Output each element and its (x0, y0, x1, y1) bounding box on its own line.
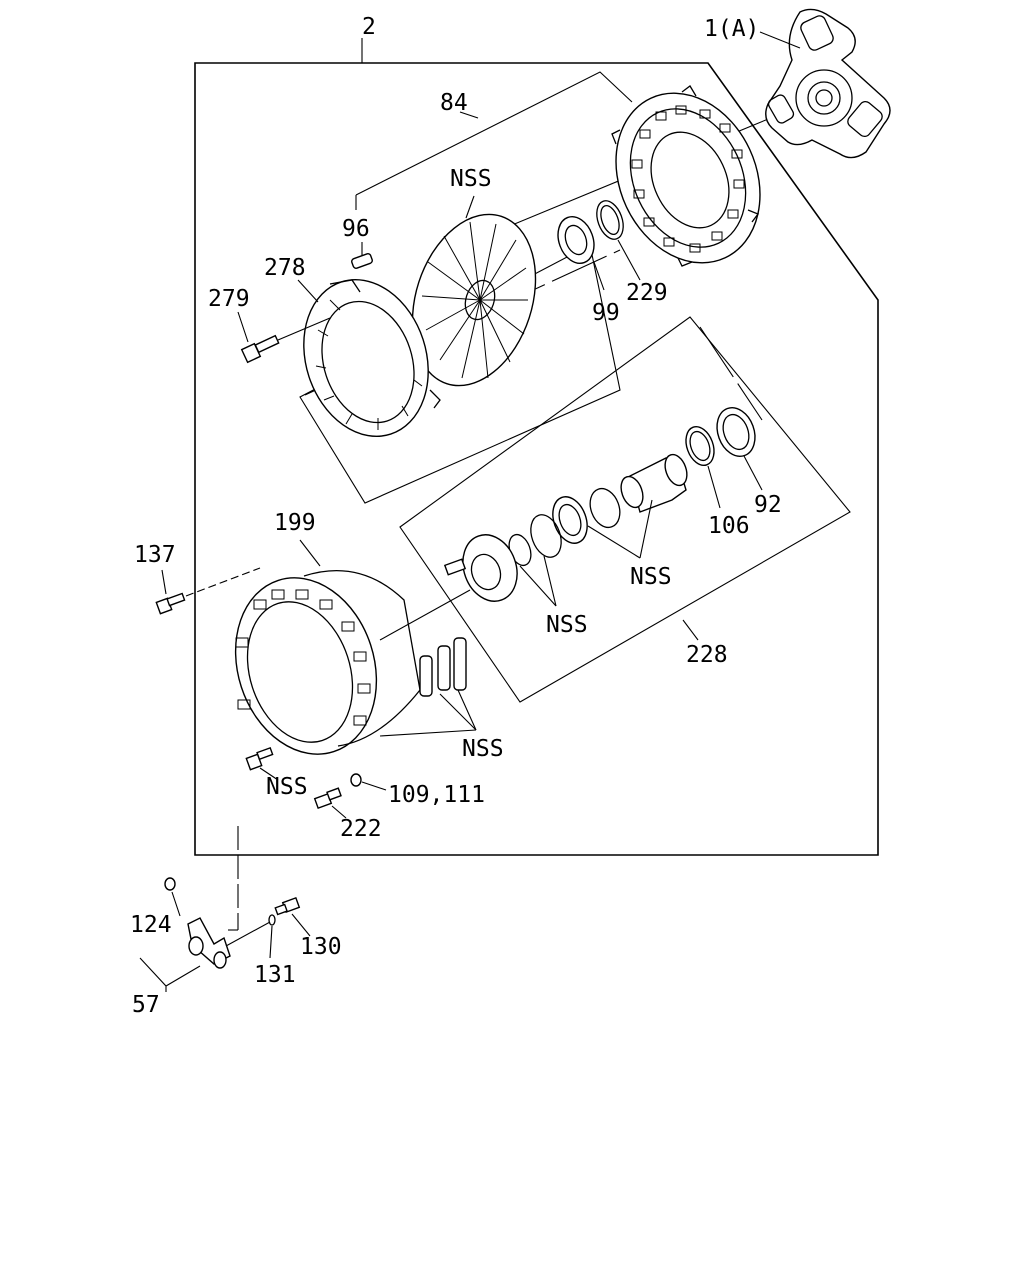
leader-228 (682, 619, 699, 641)
callout-106: 106 (708, 513, 750, 539)
bearing (552, 496, 588, 544)
leader-nss-links-c (379, 729, 477, 737)
callout-99: 99 (592, 300, 620, 326)
link-plates (419, 637, 467, 697)
center-axis-right (699, 326, 763, 421)
spacer-ring (530, 514, 562, 558)
callout-96: 96 (342, 216, 370, 242)
callout-nss-plate: NSS (450, 166, 492, 192)
bushing-124 (164, 877, 176, 891)
callout-137: 137 (134, 542, 176, 568)
clutch-cover-278 (303, 278, 441, 438)
callout-279: 279 (208, 286, 250, 312)
pressure-plate (611, 85, 761, 267)
leader-99 (593, 261, 605, 291)
snap-ring-229 (596, 200, 624, 240)
bolt-279-axis (277, 317, 331, 341)
callout-57: 57 (132, 992, 160, 1018)
release-bearing (443, 534, 518, 602)
clutch-disc-1a (765, 8, 891, 159)
clutch-housing-199 (234, 569, 421, 755)
leader-199 (299, 539, 321, 567)
assembly-frame (194, 62, 879, 856)
plug-109-111 (350, 773, 362, 787)
callout-nss-bearing: NSS (546, 612, 588, 638)
leader-92 (743, 455, 763, 491)
bracket-57 (139, 957, 201, 992)
center-axis-lower (379, 589, 471, 641)
leader-1a (759, 31, 801, 49)
leader-nss-links-b (457, 689, 477, 731)
washer-92 (716, 407, 756, 457)
bolt-nss (245, 746, 274, 771)
callout-92: 92 (754, 492, 782, 518)
leader-229 (617, 239, 641, 281)
leader-137 (161, 569, 167, 595)
callout-131: 131 (254, 962, 296, 988)
leader-nss-links-a (439, 693, 477, 731)
leader-nss-plate (465, 195, 475, 219)
callout-278: 278 (264, 255, 306, 281)
leader-130 (291, 913, 311, 937)
callout-2: 2 (362, 14, 376, 40)
diaphragm-spring (411, 213, 537, 387)
washer-131 (268, 914, 276, 926)
callout-109-111: 109,111 (388, 782, 485, 808)
leader-nss-bearing-a (519, 565, 557, 607)
bolt-279 (240, 334, 280, 364)
bolt-130-axis (225, 921, 271, 947)
callout-222: 222 (340, 816, 382, 842)
leader-nss-bolt (259, 767, 279, 781)
bracket-84 (355, 71, 633, 196)
snap-ring-upper (589, 487, 621, 529)
callout-130: 130 (300, 934, 342, 960)
leader-nss-bearing-b (543, 555, 557, 607)
leader-106 (707, 465, 721, 509)
callout-nss-bolt: NSS (266, 774, 308, 800)
leader-109-111 (361, 781, 387, 791)
leader-131 (269, 925, 273, 959)
callout-1a: 1(A) (704, 16, 759, 42)
seal-99 (557, 216, 595, 264)
bolt-137 (155, 592, 186, 615)
callout-124: 124 (130, 912, 172, 938)
callout-199: 199 (274, 510, 316, 536)
callout-229: 229 (626, 280, 668, 306)
sleeve (620, 453, 688, 513)
leader-124 (171, 891, 181, 917)
leader-222 (331, 805, 347, 819)
bolt-222 (313, 787, 342, 809)
release-fork-57 (187, 917, 231, 969)
washer-106 (685, 425, 715, 467)
leader-278 (297, 279, 319, 303)
callout-nss-rings: NSS (630, 564, 672, 590)
callout-nss-links: NSS (462, 736, 504, 762)
pin-96 (351, 253, 373, 269)
leader-84 (459, 111, 479, 119)
leader-nss-rings-a (587, 525, 641, 559)
group-box-228 (399, 316, 851, 703)
bolt-137-axis (185, 567, 261, 597)
leader-nss-rings-b (639, 499, 653, 559)
leader-279 (237, 311, 249, 343)
bolt-130 (274, 897, 301, 916)
callout-228: 228 (686, 642, 728, 668)
callout-84: 84 (440, 90, 468, 116)
